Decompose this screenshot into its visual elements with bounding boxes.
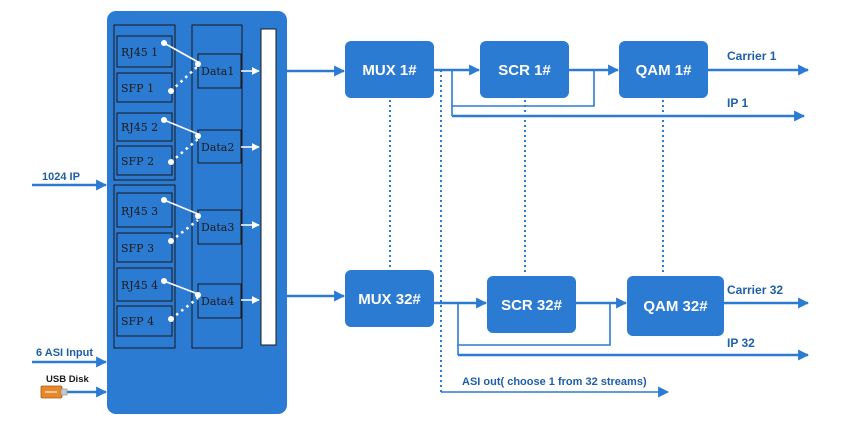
qam-1-label: QAM 1# [636, 62, 693, 79]
ip-32-label: IP 32 [727, 336, 755, 350]
sfp-3-label: SFP 3 [121, 242, 154, 255]
mux-1-block [345, 41, 434, 98]
bus-bar [260, 28, 277, 346]
mux1-bypass-line [451, 70, 595, 107]
port-pair-3: RJ45 3 SFP 3 Data3 [116, 192, 260, 263]
port-pair-4: RJ45 4 SFP 4 Data4 [116, 267, 260, 337]
qam-32-block [627, 276, 724, 336]
mux-32-label: MUX 32# [358, 291, 421, 308]
carrier-1-label: Carrier 1 [727, 49, 777, 63]
mux-1-label: MUX 1# [362, 62, 417, 79]
scr-1-label: SCR 1# [498, 62, 551, 79]
data3-label: Data3 [201, 221, 234, 234]
rj45-1-label: RJ45 1 [121, 46, 158, 59]
port-pair-1: RJ45 1 SFP 1 Data1 [116, 35, 260, 103]
sfp-2-label: SFP 2 [121, 155, 154, 168]
rj45-2-label: RJ45 2 [121, 121, 158, 134]
scr-32-label: SCR 32# [501, 297, 563, 314]
scr-32-block [487, 276, 576, 333]
usb-drive-icon [40, 385, 68, 399]
rj45-4-label: RJ45 4 [121, 279, 158, 292]
ip-1-label: IP 1 [727, 96, 748, 110]
scr-1-block [480, 41, 569, 98]
data2-label: Data2 [201, 141, 234, 154]
asi-input-label: 6 ASI Input [36, 347, 93, 359]
carrier-32-label: Carrier 32 [727, 283, 783, 297]
port-group-frame-1 [113, 24, 176, 181]
rj45-3-label: RJ45 3 [121, 205, 158, 218]
data4-label: Data4 [201, 295, 234, 308]
asi-out-label: ASI out( choose 1 from 32 streams) [462, 376, 647, 388]
qam-32-label: QAM 32# [643, 298, 708, 315]
usb-disk-label: USB Disk [46, 374, 89, 385]
ip-input-label: 1024 IP [42, 171, 80, 183]
qam-1-block [619, 41, 708, 98]
data-column-frame [191, 24, 243, 349]
sfp-1-label: SFP 1 [121, 82, 154, 95]
data1-label: Data1 [201, 65, 234, 78]
port-pair-2: RJ45 2 SFP 2 Data2 [116, 112, 260, 176]
port-group-frame-2 [113, 184, 176, 349]
sfp-4-label: SFP 4 [121, 315, 154, 328]
mux-32-block [345, 270, 434, 327]
mux32-bypass-line [457, 303, 611, 346]
